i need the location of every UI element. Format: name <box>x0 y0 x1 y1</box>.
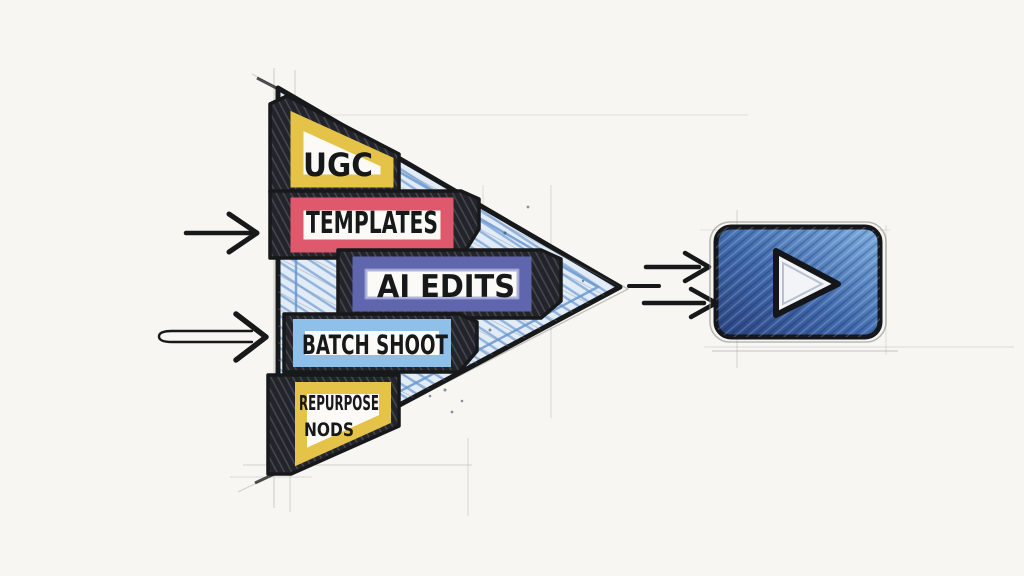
play-button <box>709 221 898 352</box>
box-ai-edits-label: AI EDITS <box>377 269 515 305</box>
arrow-input-batch-shoot <box>157 311 269 363</box>
box-templates-label: TEMPLATES <box>306 206 438 241</box>
box-batch-shoot-label: BATCH SHOOT <box>302 330 448 361</box>
input-box-ai-edits: AI EDITS <box>336 248 563 320</box>
triangle-edge-overshoot <box>256 76 287 95</box>
box-ugc-frame <box>290 110 394 188</box>
box-batch-shoot-frame <box>293 319 451 367</box>
box-templates-frame <box>290 197 454 253</box>
play-triangle-inner-line <box>782 261 825 306</box>
box-ai-edits-inner-line <box>364 268 520 300</box>
box-repurpose-label-line2: NODS <box>304 419 354 441</box>
input-box-repurpose: REPURPOSE NODS <box>266 373 401 476</box>
input-arrows <box>157 211 269 363</box>
arrow-output-top <box>643 250 712 284</box>
arrow-input-templates <box>183 211 260 255</box>
play-button-sketch-echo <box>709 221 887 343</box>
box-repurpose-frame <box>295 382 391 467</box>
input-box-templates: TEMPLATES <box>268 189 481 260</box>
input-box-ugc: UGC <box>268 94 401 194</box>
box-repurpose-label: REPURPOSE <box>299 391 379 415</box>
input-box-batch-shoot: BATCH SHOOT <box>282 312 479 374</box>
box-ugc-label: UGC <box>303 146 373 184</box>
